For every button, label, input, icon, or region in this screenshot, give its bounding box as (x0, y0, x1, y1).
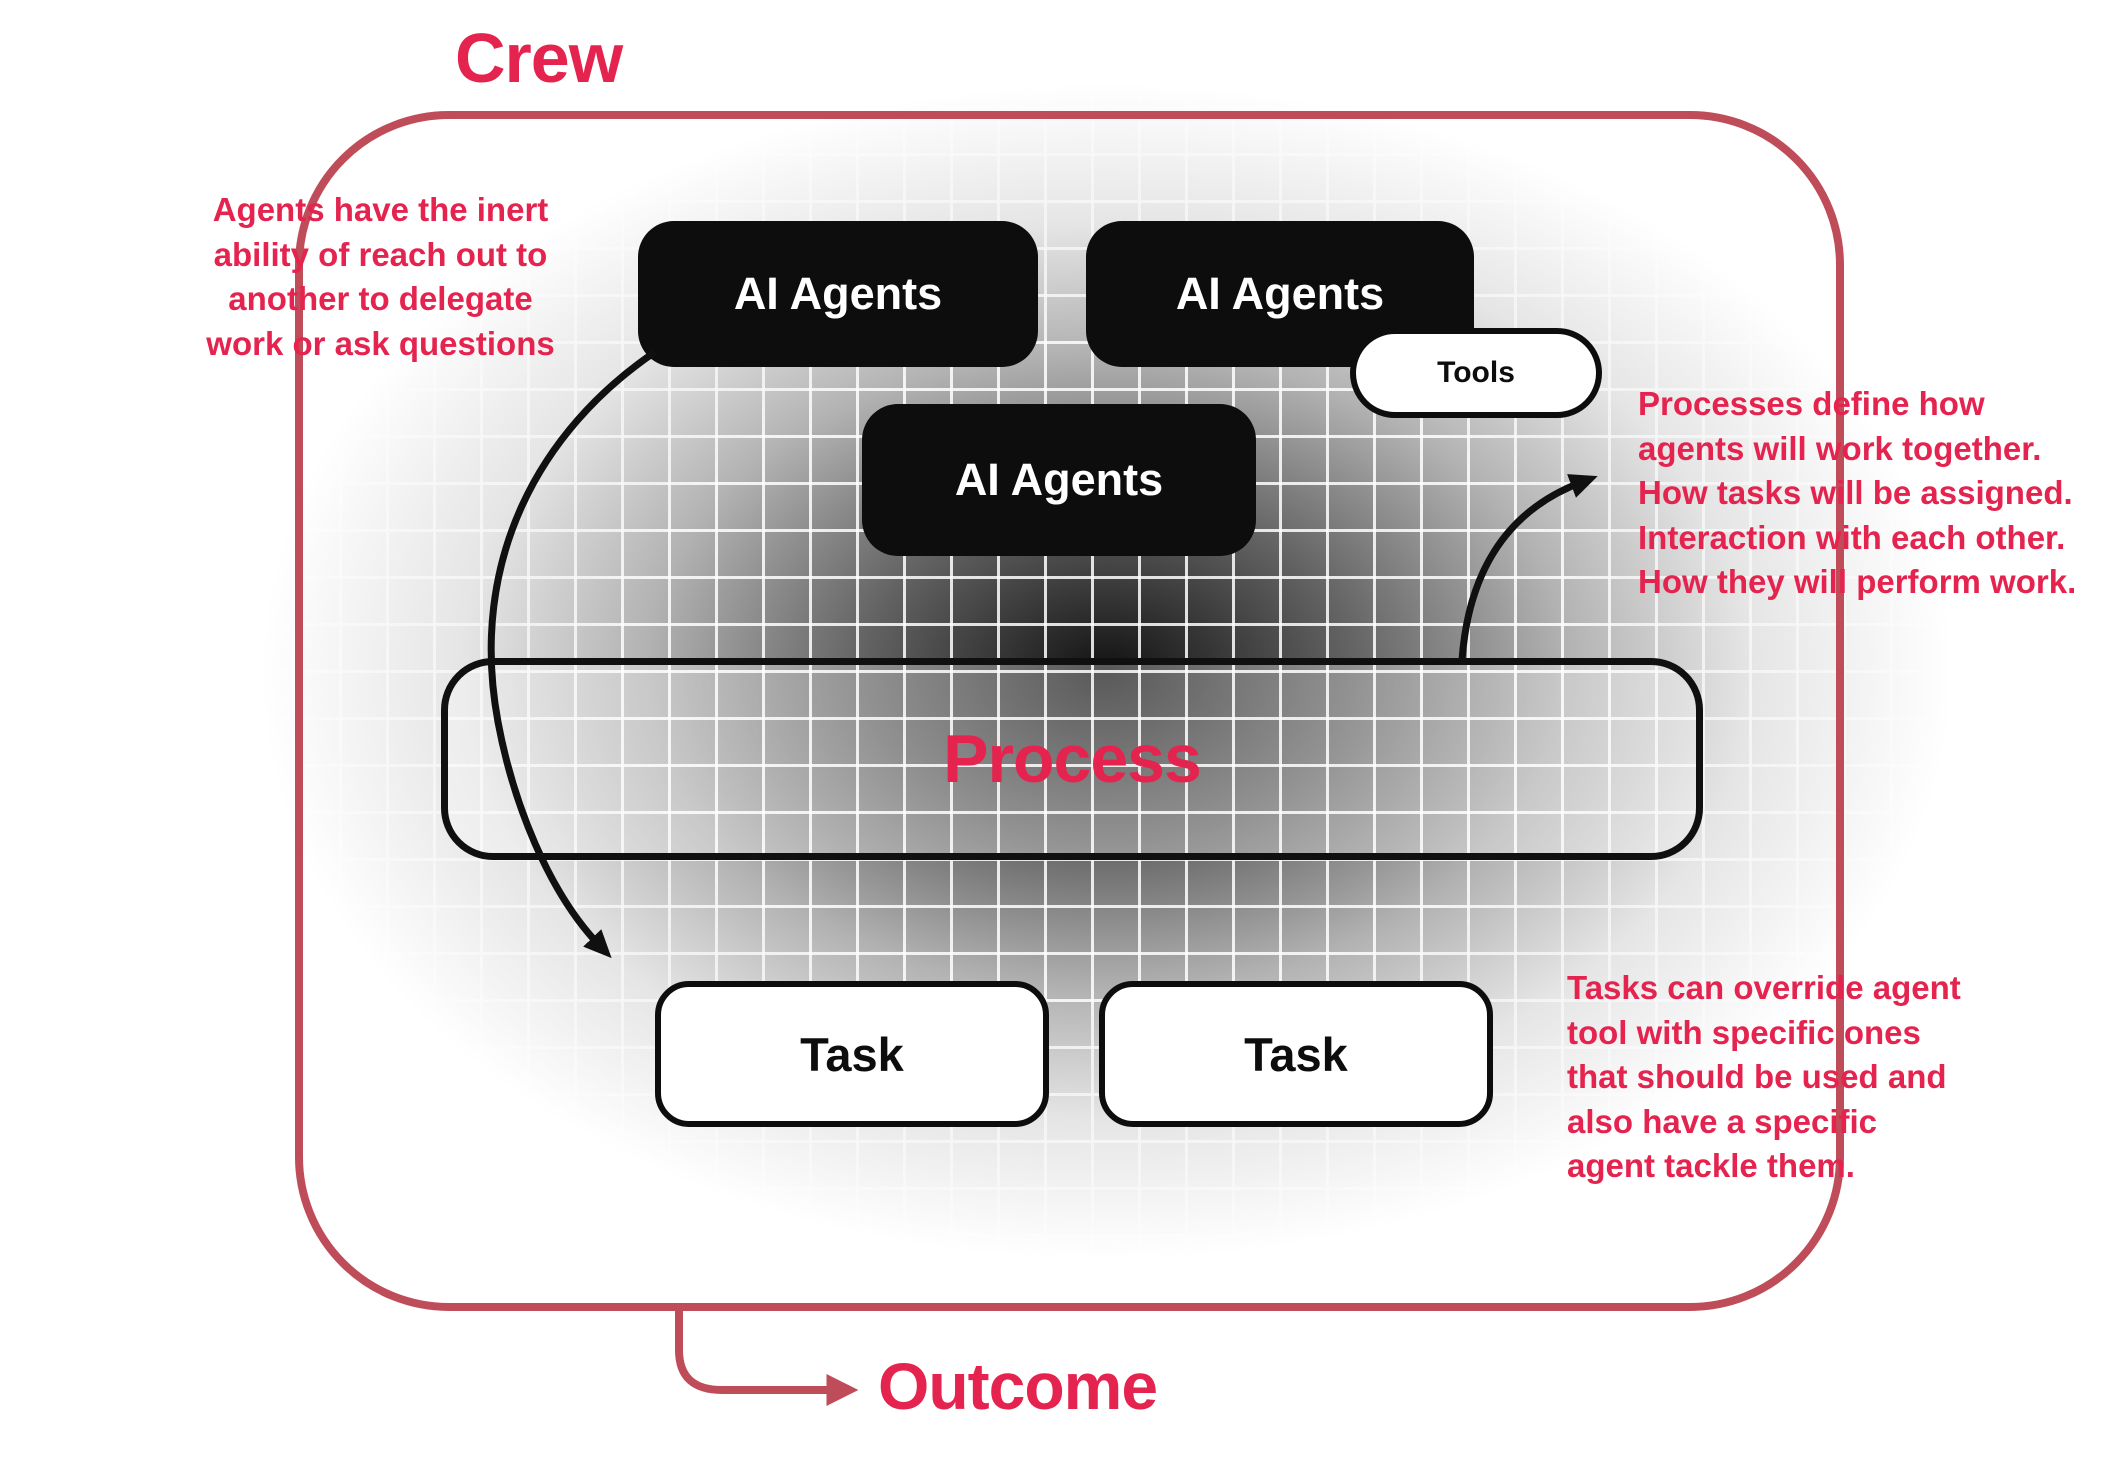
task-box-2-label: Task (1244, 1027, 1348, 1081)
ai-agents-box-3-label: AI Agents (954, 454, 1164, 505)
task-box-2: Task (1099, 981, 1493, 1127)
task-override-note: Tasks can override agent tool with speci… (1567, 969, 1961, 1185)
ai-agents-box-1-label: AI Agents (733, 268, 943, 319)
process-box: Process (441, 658, 1703, 860)
outcome-label: Outcome (878, 1349, 1158, 1423)
ai-agents-box-2-label: AI Agents (1175, 268, 1385, 319)
crew-label: Crew (455, 19, 623, 97)
tools-label: Tools (1437, 356, 1515, 389)
agents-delegation-note: Agents have the inert ability of reach o… (206, 191, 555, 362)
process-definition-note: Processes define how agents will work to… (1638, 385, 2077, 601)
ai-agents-box-3: AI Agents (862, 404, 1256, 556)
ai-agents-box-1: AI Agents (638, 221, 1038, 367)
process-label: Process (943, 721, 1202, 797)
task-box-1-label: Task (800, 1027, 904, 1081)
tools-pill: Tools (1350, 328, 1602, 418)
task-box-1: Task (655, 981, 1049, 1127)
